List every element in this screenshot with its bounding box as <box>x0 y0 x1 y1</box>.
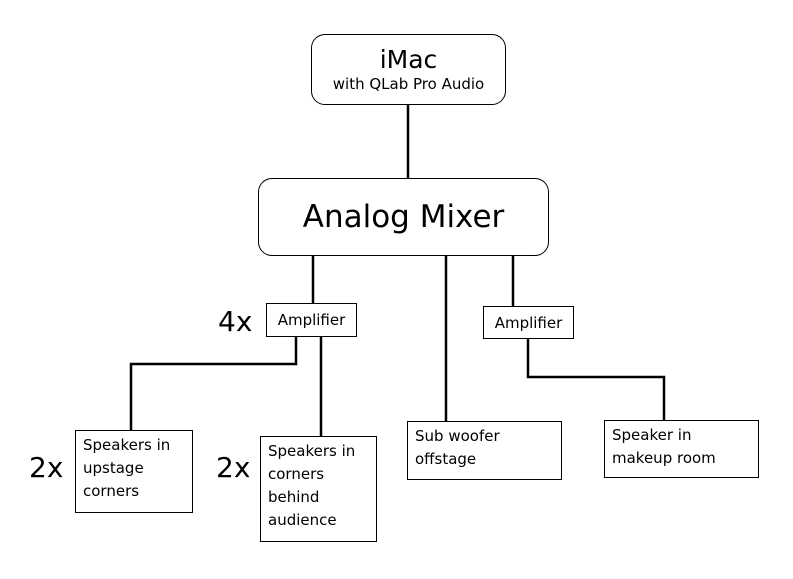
audience-speakers-multiplier: 2x <box>216 451 251 484</box>
amplifier-label: Amplifier <box>277 311 346 329</box>
imac-subtitle: with QLab Pro Audio <box>332 74 485 93</box>
amplifier-node-right: Amplifier <box>483 306 574 339</box>
amplifier-multiplier: 4x <box>218 305 253 338</box>
audience-speakers-node: Speakers in corners behind audience <box>260 436 377 542</box>
upstage-speakers-node: Speakers in upstage corners <box>75 430 193 513</box>
connector-amp-right-makeup <box>526 337 666 422</box>
analog-mixer-label: Analog Mixer <box>302 199 505 235</box>
imac-node: iMac with QLab Pro Audio <box>311 34 506 105</box>
analog-mixer-node: Analog Mixer <box>258 178 549 256</box>
makeup-speaker-node: Speaker in makeup room <box>604 420 759 478</box>
subwoofer-node: Sub woofer offstage <box>407 421 562 480</box>
amplifier-node-left: Amplifier <box>266 303 357 337</box>
makeup-speaker-label: Speaker in makeup room <box>612 426 716 467</box>
upstage-speakers-multiplier: 2x <box>29 451 64 484</box>
connector-amp-left-upstage <box>129 335 298 433</box>
audience-speakers-label: Speakers in corners behind audience <box>268 442 356 529</box>
upstage-speakers-label: Speakers in upstage corners <box>83 436 171 500</box>
amplifier-label: Amplifier <box>494 313 563 332</box>
imac-title: iMac <box>379 44 438 74</box>
subwoofer-label: Sub woofer offstage <box>415 427 500 468</box>
